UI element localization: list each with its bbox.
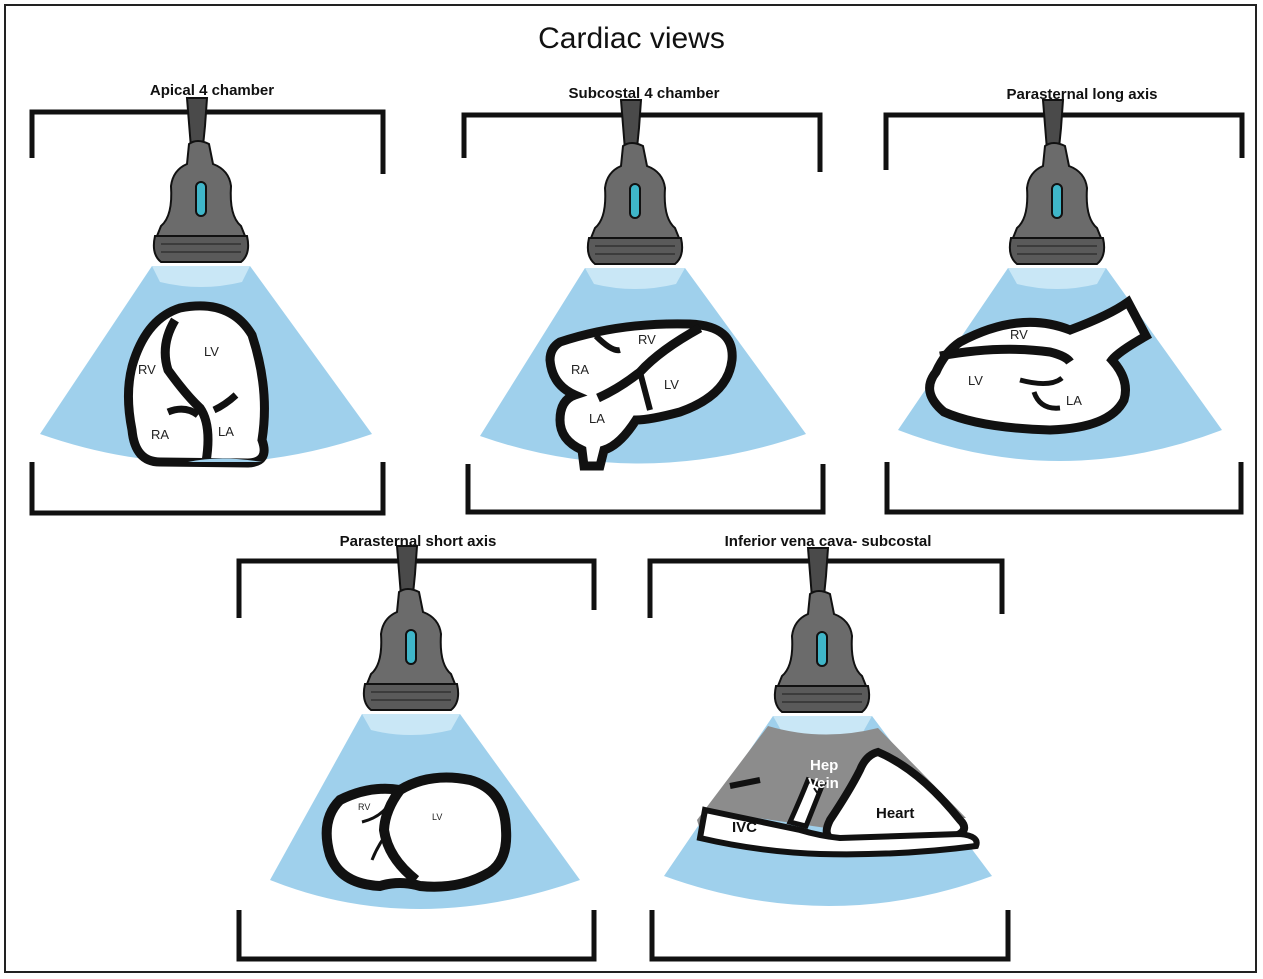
heart-outline	[327, 778, 507, 887]
heart-outline	[930, 302, 1146, 430]
probe-icon	[775, 548, 869, 712]
label-la: LA	[218, 424, 234, 439]
label-ra: RA	[571, 362, 589, 377]
ivc-subcostal-view: Hep Vein Heart IVC	[650, 548, 1008, 959]
label-lv: LV	[968, 373, 983, 388]
apical-4-chamber-view: LV RV RA LA	[32, 98, 383, 513]
label-la: LA	[1066, 393, 1082, 408]
label-ra: RA	[151, 427, 169, 442]
lower-bracket	[32, 462, 383, 513]
label-rv: RV	[638, 332, 656, 347]
subcostal-4-chamber-view: RV RA LV LA	[464, 100, 823, 512]
label-lv: LV	[664, 377, 679, 392]
lower-bracket	[468, 464, 823, 512]
label-rv: RV	[138, 362, 156, 377]
probe-icon	[1010, 100, 1104, 264]
label-la: LA	[589, 411, 605, 426]
lower-bracket	[887, 462, 1241, 512]
probe-icon	[364, 546, 458, 710]
probe-icon	[588, 100, 682, 264]
label-rv: RV	[358, 802, 370, 812]
label-ivc: IVC	[732, 819, 757, 836]
parasternal-short-axis-view: RV LV	[239, 546, 594, 959]
heart-outline	[128, 306, 264, 463]
lower-bracket	[652, 910, 1008, 959]
label-lv: LV	[432, 812, 442, 822]
label-hep: Hep	[810, 757, 838, 774]
parasternal-long-axis-view: RV LV LA	[886, 100, 1242, 512]
label-heart: Heart	[876, 805, 914, 822]
label-vein: Vein	[808, 775, 839, 792]
label-rv: RV	[1010, 327, 1028, 342]
lower-bracket	[239, 910, 594, 959]
probe-icon	[154, 98, 248, 262]
label-lv: LV	[204, 344, 219, 359]
